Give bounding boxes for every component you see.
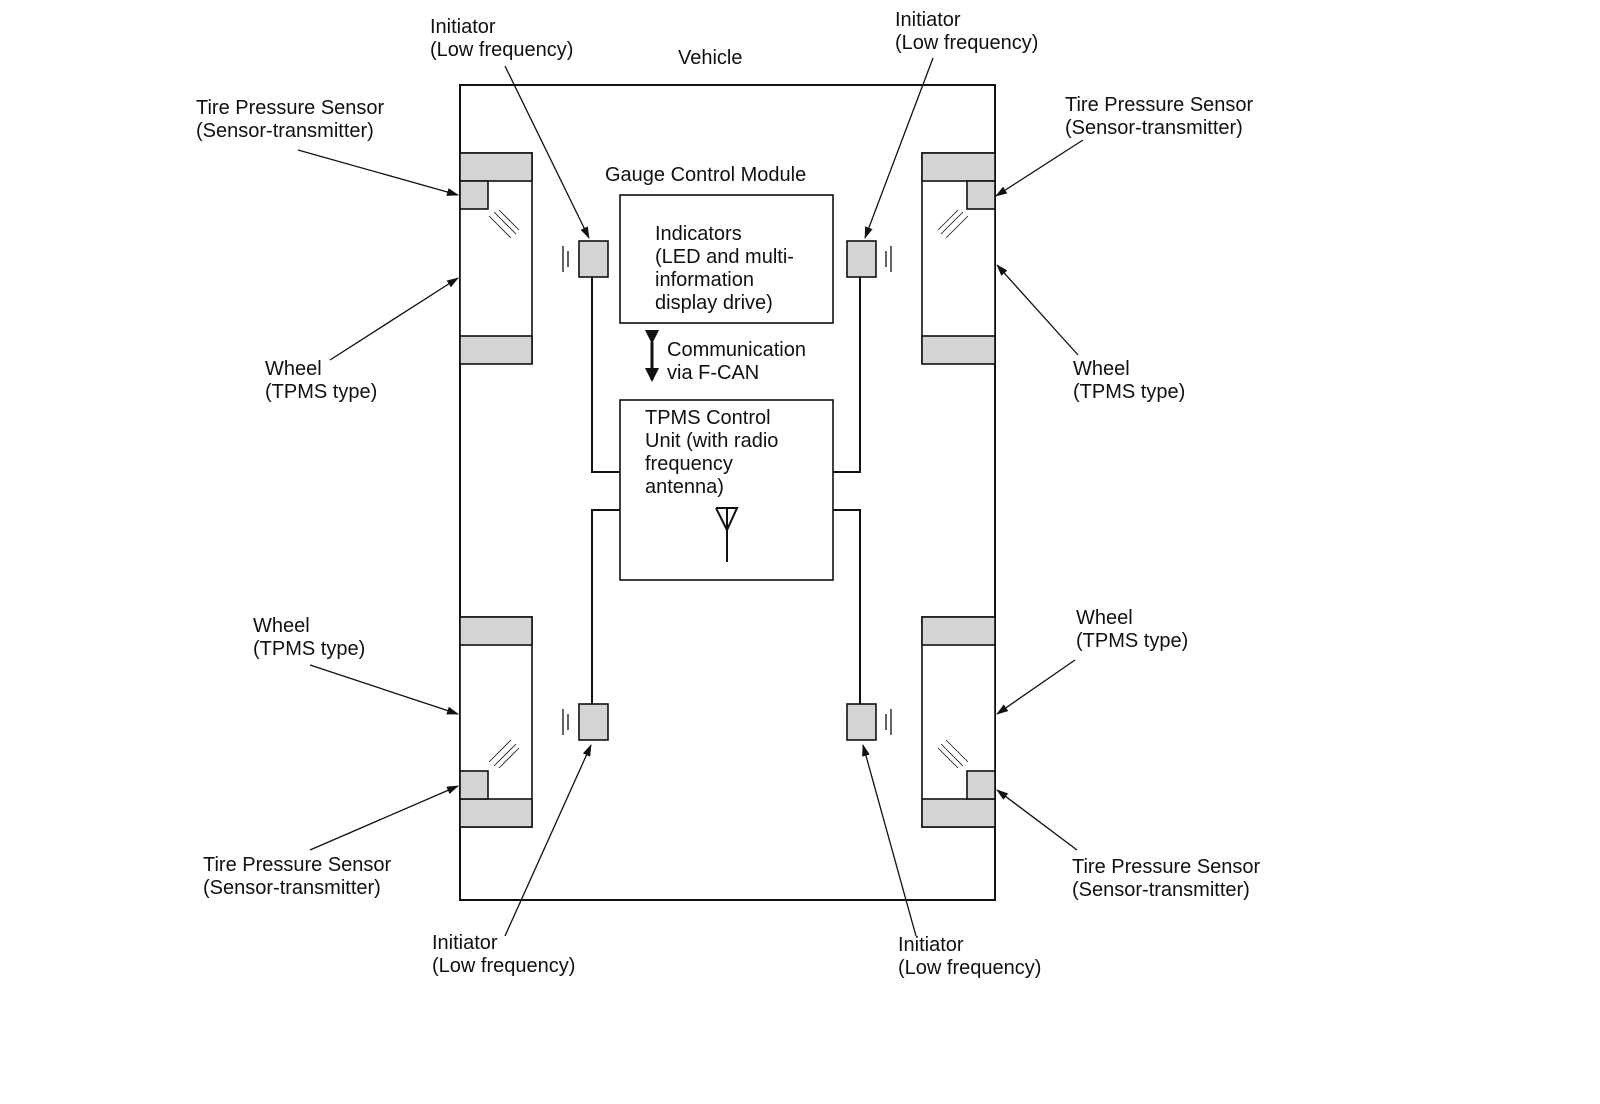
gauge-control-module-label: Gauge Control Module — [605, 164, 806, 186]
initiator-label-rear-left: Initiator (Low frequency) — [432, 932, 575, 977]
wheel-rear-left — [459, 616, 533, 828]
tire-pressure-sensor-label-front-left: Tire Pressure Sensor (Sensor-transmitter… — [196, 97, 390, 142]
wheel-front-left — [459, 152, 533, 365]
tire-pressure-sensor-label-rear-right: Tire Pressure Sensor (Sensor-transmitter… — [1072, 856, 1266, 901]
gauge-control-module-box — [619, 194, 834, 324]
tire-pressure-sensor-rear-left — [459, 770, 489, 800]
wheel-label-front-left: Wheel (TPMS type) — [265, 358, 377, 403]
wheel-label-rear-right: Wheel (TPMS type) — [1076, 607, 1188, 652]
initiator-front-right — [846, 240, 892, 278]
tire-pressure-sensor-front-left — [459, 180, 489, 210]
wheel-rear-right — [921, 616, 996, 828]
antenna-icon — [715, 507, 739, 562]
initiator-label-front-left: Initiator (Low frequency) — [430, 16, 573, 61]
tire-pressure-sensor-label-rear-left: Tire Pressure Sensor (Sensor-transmitter… — [203, 854, 397, 899]
vehicle-label: Vehicle — [678, 47, 743, 69]
communication-label: Communication via F-CAN — [667, 339, 812, 384]
initiator-rear-right — [846, 703, 892, 741]
initiator-front-left — [562, 240, 609, 278]
initiator-wiring — [591, 276, 861, 706]
indicators-label: Indicators (LED and multi- information d… — [655, 223, 800, 314]
wheel-front-right — [921, 152, 996, 365]
wheel-label-front-right: Wheel (TPMS type) — [1073, 358, 1185, 403]
tire-pressure-sensor-label-front-right: Tire Pressure Sensor (Sensor-transmitter… — [1065, 94, 1259, 139]
initiator-rear-left — [562, 703, 609, 741]
wheel-label-rear-left: Wheel (TPMS type) — [253, 615, 365, 660]
initiator-label-rear-right: Initiator (Low frequency) — [898, 934, 1041, 979]
tire-pressure-sensor-front-right — [966, 180, 996, 210]
tire-pressure-sensor-rear-right — [966, 770, 996, 800]
leader-arrows — [297, 57, 1084, 937]
initiator-label-front-right: Initiator (Low frequency) — [895, 9, 1038, 54]
tpms-control-unit-label: TPMS Control Unit (with radio frequency … — [645, 407, 784, 498]
